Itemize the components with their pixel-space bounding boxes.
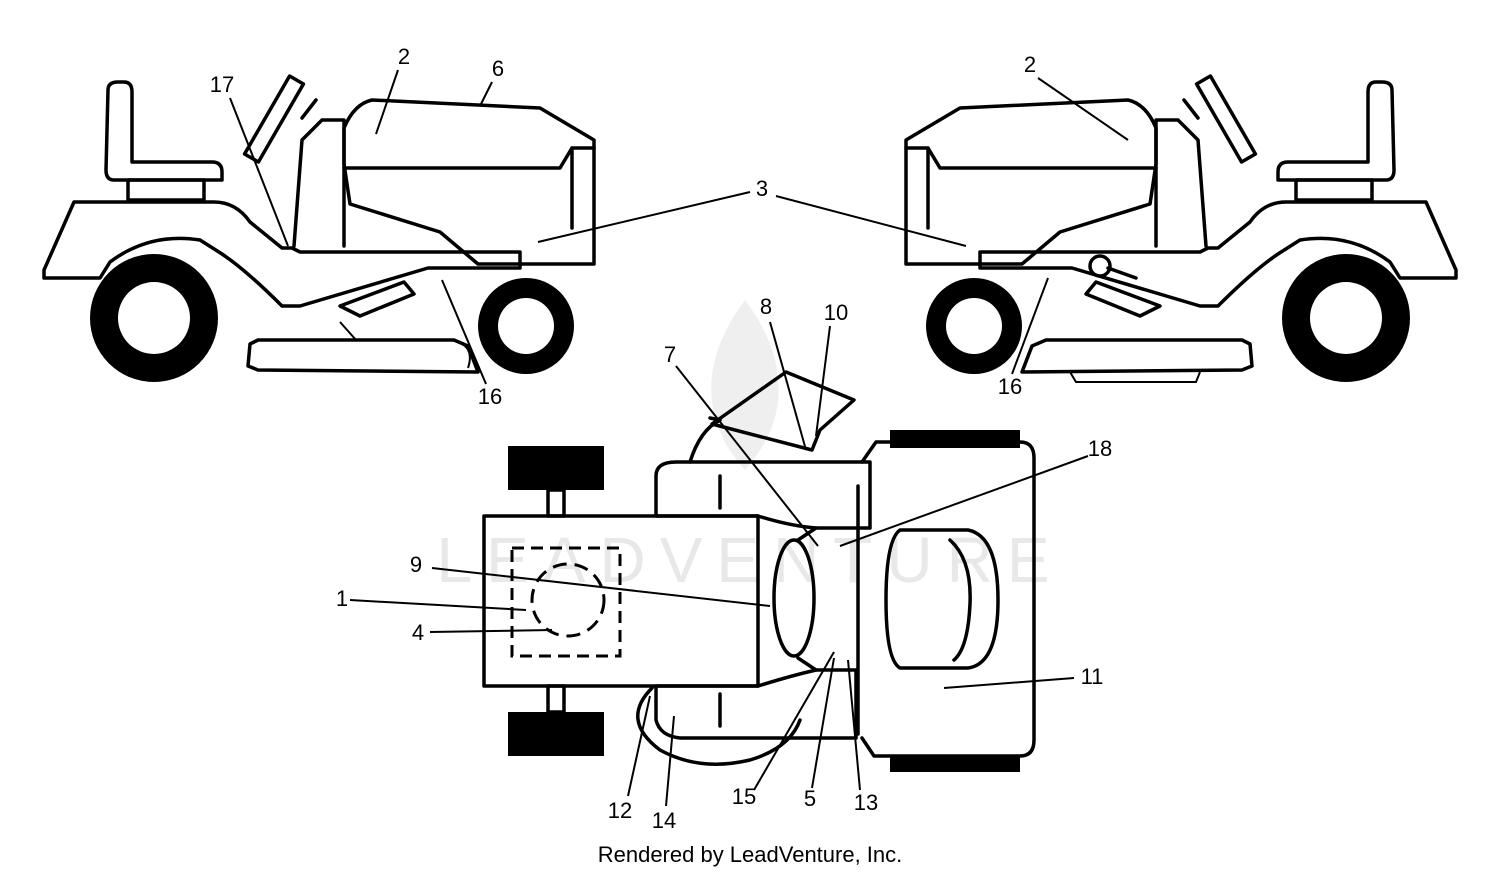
- callout-7: 7: [664, 342, 676, 367]
- callout-2-left: 2: [398, 44, 410, 69]
- callout-16-left: 16: [478, 384, 502, 409]
- watermark-text: LEADVENTURE: [437, 524, 1064, 596]
- footer-credit: Rendered by LeadVenture, Inc.: [598, 842, 903, 867]
- callout-1: 1: [336, 586, 348, 611]
- tractor-right-side-view: [904, 74, 1458, 383]
- callout-4: 4: [412, 620, 424, 645]
- callout-5: 5: [804, 786, 816, 811]
- callout-labels: 17 2 6 3 2 16 16 8 10 7 18 9 1 4 11 12 1…: [210, 44, 1112, 833]
- callout-15: 15: [732, 784, 756, 809]
- callout-11: 11: [1081, 664, 1104, 689]
- callout-18: 18: [1088, 436, 1112, 461]
- callout-12: 12: [608, 798, 632, 823]
- callout-14: 14: [652, 808, 676, 833]
- callout-10: 10: [824, 300, 848, 325]
- callout-9: 9: [410, 552, 422, 577]
- tractor-left-side-view: [42, 74, 596, 382]
- callout-6: 6: [492, 56, 504, 81]
- callout-3: 3: [756, 176, 768, 201]
- callout-16-right: 16: [998, 374, 1022, 399]
- tractor-top-view: [482, 370, 1036, 772]
- callout-8: 8: [760, 294, 772, 319]
- callout-17: 17: [210, 72, 234, 97]
- callout-2-right: 2: [1024, 52, 1036, 77]
- callout-13: 13: [854, 790, 878, 815]
- leader-lines: [229, 69, 1129, 807]
